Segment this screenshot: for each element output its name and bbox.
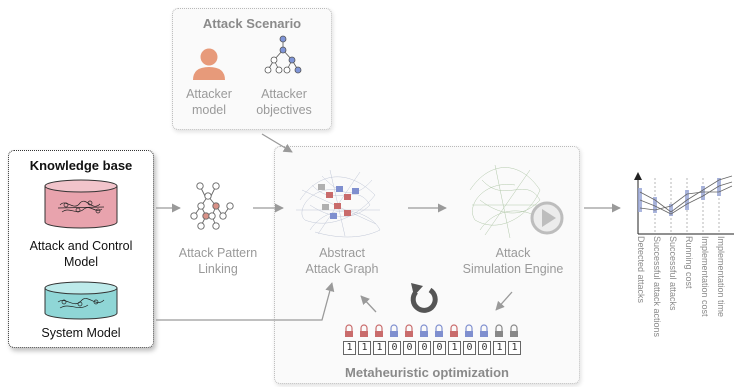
bitstring: 1 1 1 0 0 0 0 1 0 0 1 1 — [343, 341, 525, 355]
attack-control-line2: Model — [63, 255, 99, 269]
attacker-objectives-line2: objectives — [256, 103, 312, 117]
bit: 1 — [343, 341, 356, 355]
attack-pattern-tree-icon — [190, 182, 234, 230]
bitstring-locks — [345, 324, 518, 337]
attacker-model-line1: Attacker — [186, 87, 232, 101]
bit: 0 — [418, 341, 431, 355]
axis-label-running-cost: Running cost — [684, 236, 694, 289]
bit: 0 — [433, 341, 446, 355]
attack-graph-locks — [318, 184, 359, 219]
bit: 1 — [373, 341, 386, 355]
bit: 0 — [478, 341, 491, 355]
attacker-model-line2: model — [191, 103, 227, 117]
attack-pattern-line1: Attack Pattern — [178, 246, 258, 260]
simulation-graph-icon — [469, 164, 549, 239]
metaheuristic-title: Metaheuristic optimization — [345, 365, 509, 380]
attack-control-database-icon — [44, 179, 118, 229]
bit: 0 — [403, 341, 416, 355]
objectives-tree-icon — [264, 35, 302, 74]
attack-pattern-line2: Linking — [198, 262, 238, 276]
system-model-label: System Model — [41, 326, 121, 340]
bit: 0 — [463, 341, 476, 355]
parallel-coordinates-icon — [634, 172, 734, 235]
abstract-graph-line1: Abstract — [319, 246, 365, 260]
abstract-graph-line2: Attack Graph — [305, 262, 379, 276]
refresh-icon — [410, 283, 438, 313]
bit: 0 — [388, 341, 401, 355]
attack-pattern-linking-label: Attack Pattern Linking — [168, 245, 268, 277]
axis-label-detected-attacks: Detected attacks — [636, 236, 646, 304]
attack-simulation-engine-label: Attack Simulation Engine — [452, 245, 574, 277]
simulation-line2: Simulation Engine — [462, 262, 564, 276]
bit: 1 — [448, 341, 461, 355]
attacker-model-label: Attacker model — [179, 86, 239, 118]
axis-label-successful-attack-actions: Successful attack actions — [652, 236, 662, 338]
axis-label-successful-attacks: Successful attacks — [668, 236, 678, 311]
attacker-person-icon — [193, 48, 225, 80]
flow-arrows — [156, 133, 621, 321]
axis-label-implementation-time: Implementation time — [716, 236, 726, 318]
bit: 1 — [508, 341, 521, 355]
axis-label-implementation-cost: Implementation cost — [700, 236, 710, 317]
attack-control-model-label: Attack and Control Model — [8, 238, 154, 270]
attacker-objectives-label: Attacker objectives — [248, 86, 320, 118]
attack-scenario-title: Attack Scenario — [202, 16, 302, 31]
play-icon — [530, 201, 564, 235]
attack-scenario-box — [172, 8, 332, 130]
system-model-database-icon — [44, 281, 118, 320]
abstract-attack-graph-label: Abstract Attack Graph — [290, 245, 394, 277]
simulation-line1: Attack — [495, 246, 531, 260]
bit: 1 — [358, 341, 371, 355]
knowledge-base-title: Knowledge base — [29, 158, 133, 173]
attack-control-line1: Attack and Control — [29, 239, 133, 253]
bit: 1 — [493, 341, 506, 355]
attacker-objectives-line1: Attacker — [261, 87, 307, 101]
